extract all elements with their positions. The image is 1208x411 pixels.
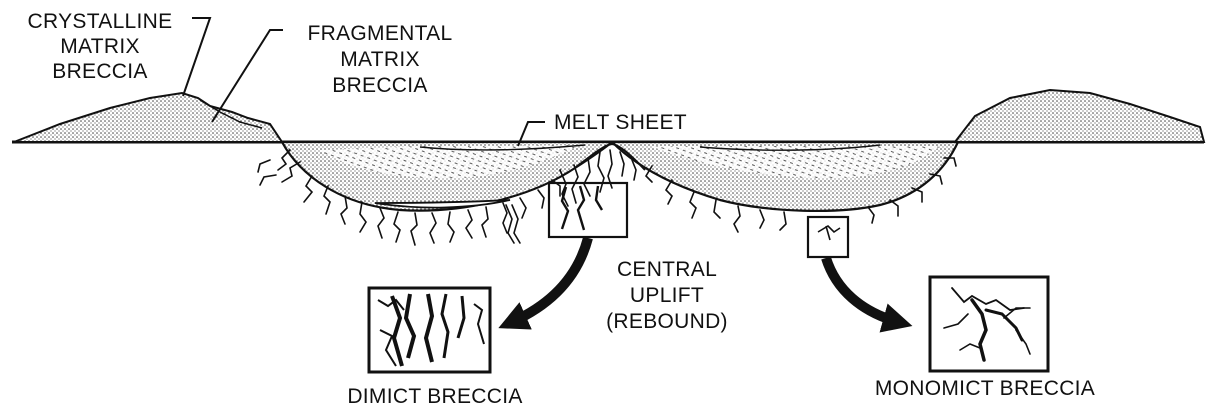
label-crystalline-line3: BRECCIA [52,60,147,83]
monomict-source-box [808,217,848,257]
right-ejecta-blanket [955,90,1204,142]
label-fragmental-line1: FRAGMENTAL [308,22,453,45]
fragmental-leader-line [212,30,283,122]
label-fragmental-line2: MATRIX [340,48,420,71]
left-ejecta-blanket [14,93,282,142]
arrow-to-dimict-detail [512,238,588,322]
arrow-to-monomict-detail [826,258,898,322]
label-dimict-breccia: DIMICT BRECCIA [347,385,522,408]
label-central-uplift-line1: CENTRAL [617,258,717,281]
label-melt-sheet: MELT SHEET [554,111,687,134]
label-crystalline-line1: CRYSTALLINE [28,10,173,33]
label-monomict-breccia: MONOMICT BRECCIA [875,377,1095,400]
dimict-source-box-veins [562,186,602,230]
crystalline-leader-line [183,18,210,96]
label-crystalline-line2: MATRIX [60,35,140,58]
label-fragmental-line3: BRECCIA [332,74,427,97]
label-central-uplift-line3: (REBOUND) [606,310,728,333]
monomict-detail-box [930,277,1048,371]
label-central-uplift-line2: UPLIFT [630,284,704,307]
